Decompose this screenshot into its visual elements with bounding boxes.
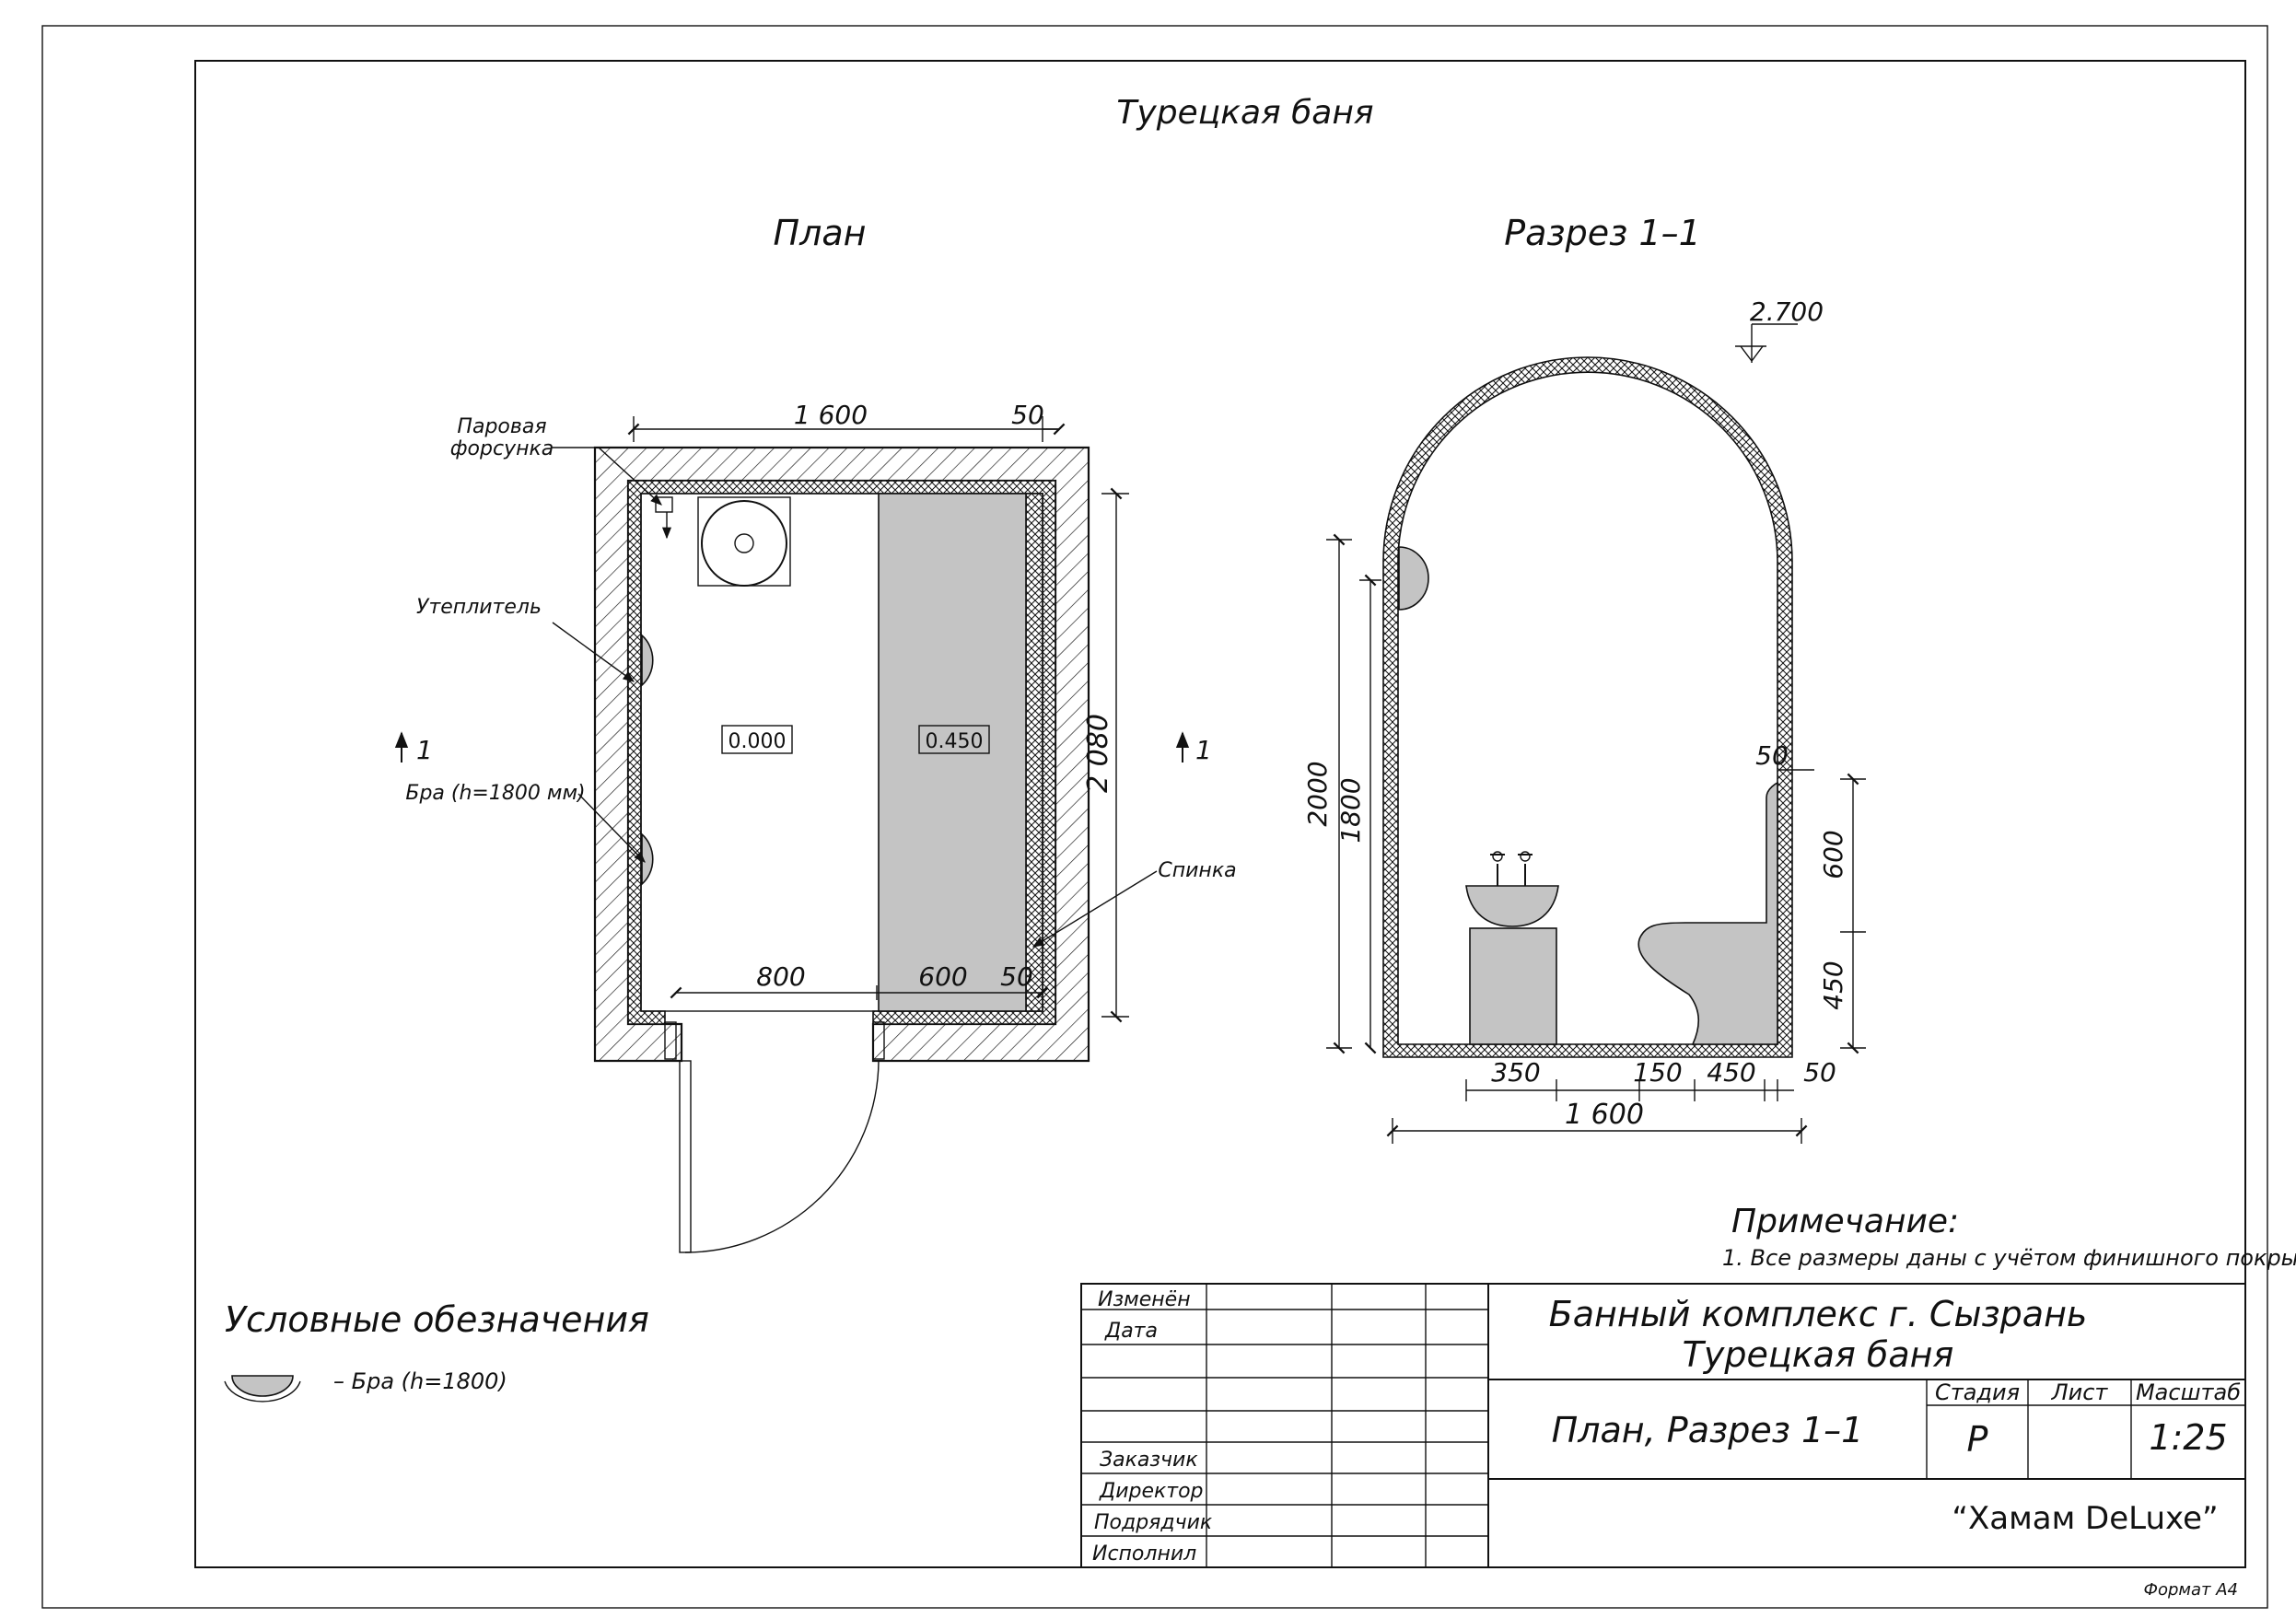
stamp-project-line2: Турецкая баня [1683,1334,1954,1375]
stamp-col-stage: Стадия [1935,1379,2020,1405]
label-steam-nozzle-2: форсунка [450,437,554,460]
section-seat [1638,781,1778,1045]
door-jamb-left [664,1021,677,1060]
legend-sconce-icon [231,1375,294,1397]
note-title: Примечание: [1731,1203,1959,1240]
plan-level-bench-box [918,725,990,754]
stamp-company: “Хамам DeLuxe” [1952,1500,2218,1537]
section-mark-right: 1 [1195,735,1212,765]
sheet-format: Формат А4 [2143,1580,2238,1600]
section-dim-2000: 2000 [1302,761,1333,826]
plan-dim-back: 50 [1000,961,1033,992]
stamp-row-changed: Изменён [1098,1288,1191,1311]
section-drawing: 2.700 2000 1800 600 450 50 350 150 450 5… [1302,297,1866,1144]
sconce-icon [641,634,654,687]
title-block: Изменён Дата Заказчик Директор Подрядчик… [1080,1283,2246,1568]
outer-frame [41,25,2268,1609]
plan-dim-door: 800 [756,961,805,992]
door-jamb-right [872,1021,885,1060]
section-sink-pedestal [1469,927,1557,1045]
section-dim-600: 600 [1818,830,1848,879]
label-backrest: Спинка [1158,859,1236,882]
section-dim-150: 150 [1633,1057,1682,1088]
stamp-row-contractor: Подрядчик [1094,1511,1213,1534]
stamp-sheet-name: План, Разрез 1–1 [1552,1410,1864,1450]
stamp-stage: Р [1967,1419,1988,1460]
section-level-top: 2.700 [1750,297,1824,327]
section-dim-50h: 50 [1803,1057,1836,1088]
stamp-row-director: Директор [1099,1480,1204,1503]
plan-dim-wall: 50 [1011,400,1044,430]
legend-title: Условные обезначения [225,1299,649,1340]
stamp-scale: 1:25 [2149,1417,2227,1458]
plan-level-bench: 0.450 [926,730,984,753]
section-dim-50v: 50 [1755,740,1789,771]
section-shell [1382,356,1793,1058]
label-steam-nozzle-1: Паровая [457,415,546,438]
plan-backrest [1025,493,1043,1012]
plan-dim-bench: 600 [918,961,967,992]
plan-sink [701,500,787,587]
stamp-project-line1: Банный комплекс г. Сызрань [1549,1294,2088,1334]
section-title: Разрез 1–1 [1504,213,1701,253]
plan-level-floor-box [721,725,793,754]
stamp-col-scale: Масштаб [2136,1379,2241,1405]
sconce-icon [641,832,654,886]
stamp-col-sheet: Лист [2051,1379,2109,1405]
section-dim-1800: 1800 [1335,777,1366,843]
stamp-row-customer: Заказчик [1100,1449,1198,1472]
stamp-row-performer: Исполнил [1092,1542,1196,1566]
section-sconce-icon [1398,546,1429,611]
plan-title: План [774,213,867,253]
plan-sink-box [697,496,791,587]
plan-bench [878,493,1027,1012]
door-leaf [679,1060,692,1253]
note-text: 1. Все размеры даны с учётом финишного п… [1722,1245,2296,1271]
plan-drawing: 1 600 50 2 080 800 600 50 0.000 0.450 1 … [394,400,1237,1253]
plan-sink-drain [734,533,754,553]
section-dim-450h: 450 [1707,1057,1755,1088]
label-insulation: Утеплитель [416,596,542,619]
plan-dim-width: 1 600 [794,400,868,430]
steam-nozzle-icon [655,496,673,513]
plan-dim-height: 2 080 [1082,714,1114,793]
legend-item: – Бра (h=1800) [333,1368,507,1394]
plan-level-floor: 0.000 [728,730,787,753]
sheet-title: Турецкая баня [1116,94,1373,132]
section-dim-350: 350 [1491,1057,1540,1088]
section-sink [1465,885,1559,927]
label-sconce: Бра (h=1800 мм) [405,782,585,805]
section-mark-left: 1 [416,735,433,765]
section-dim-1600: 1 600 [1565,1099,1644,1131]
door-swing-arc [684,1060,880,1253]
stamp-row-date: Дата [1104,1320,1158,1343]
section-dim-450: 450 [1818,960,1848,1009]
